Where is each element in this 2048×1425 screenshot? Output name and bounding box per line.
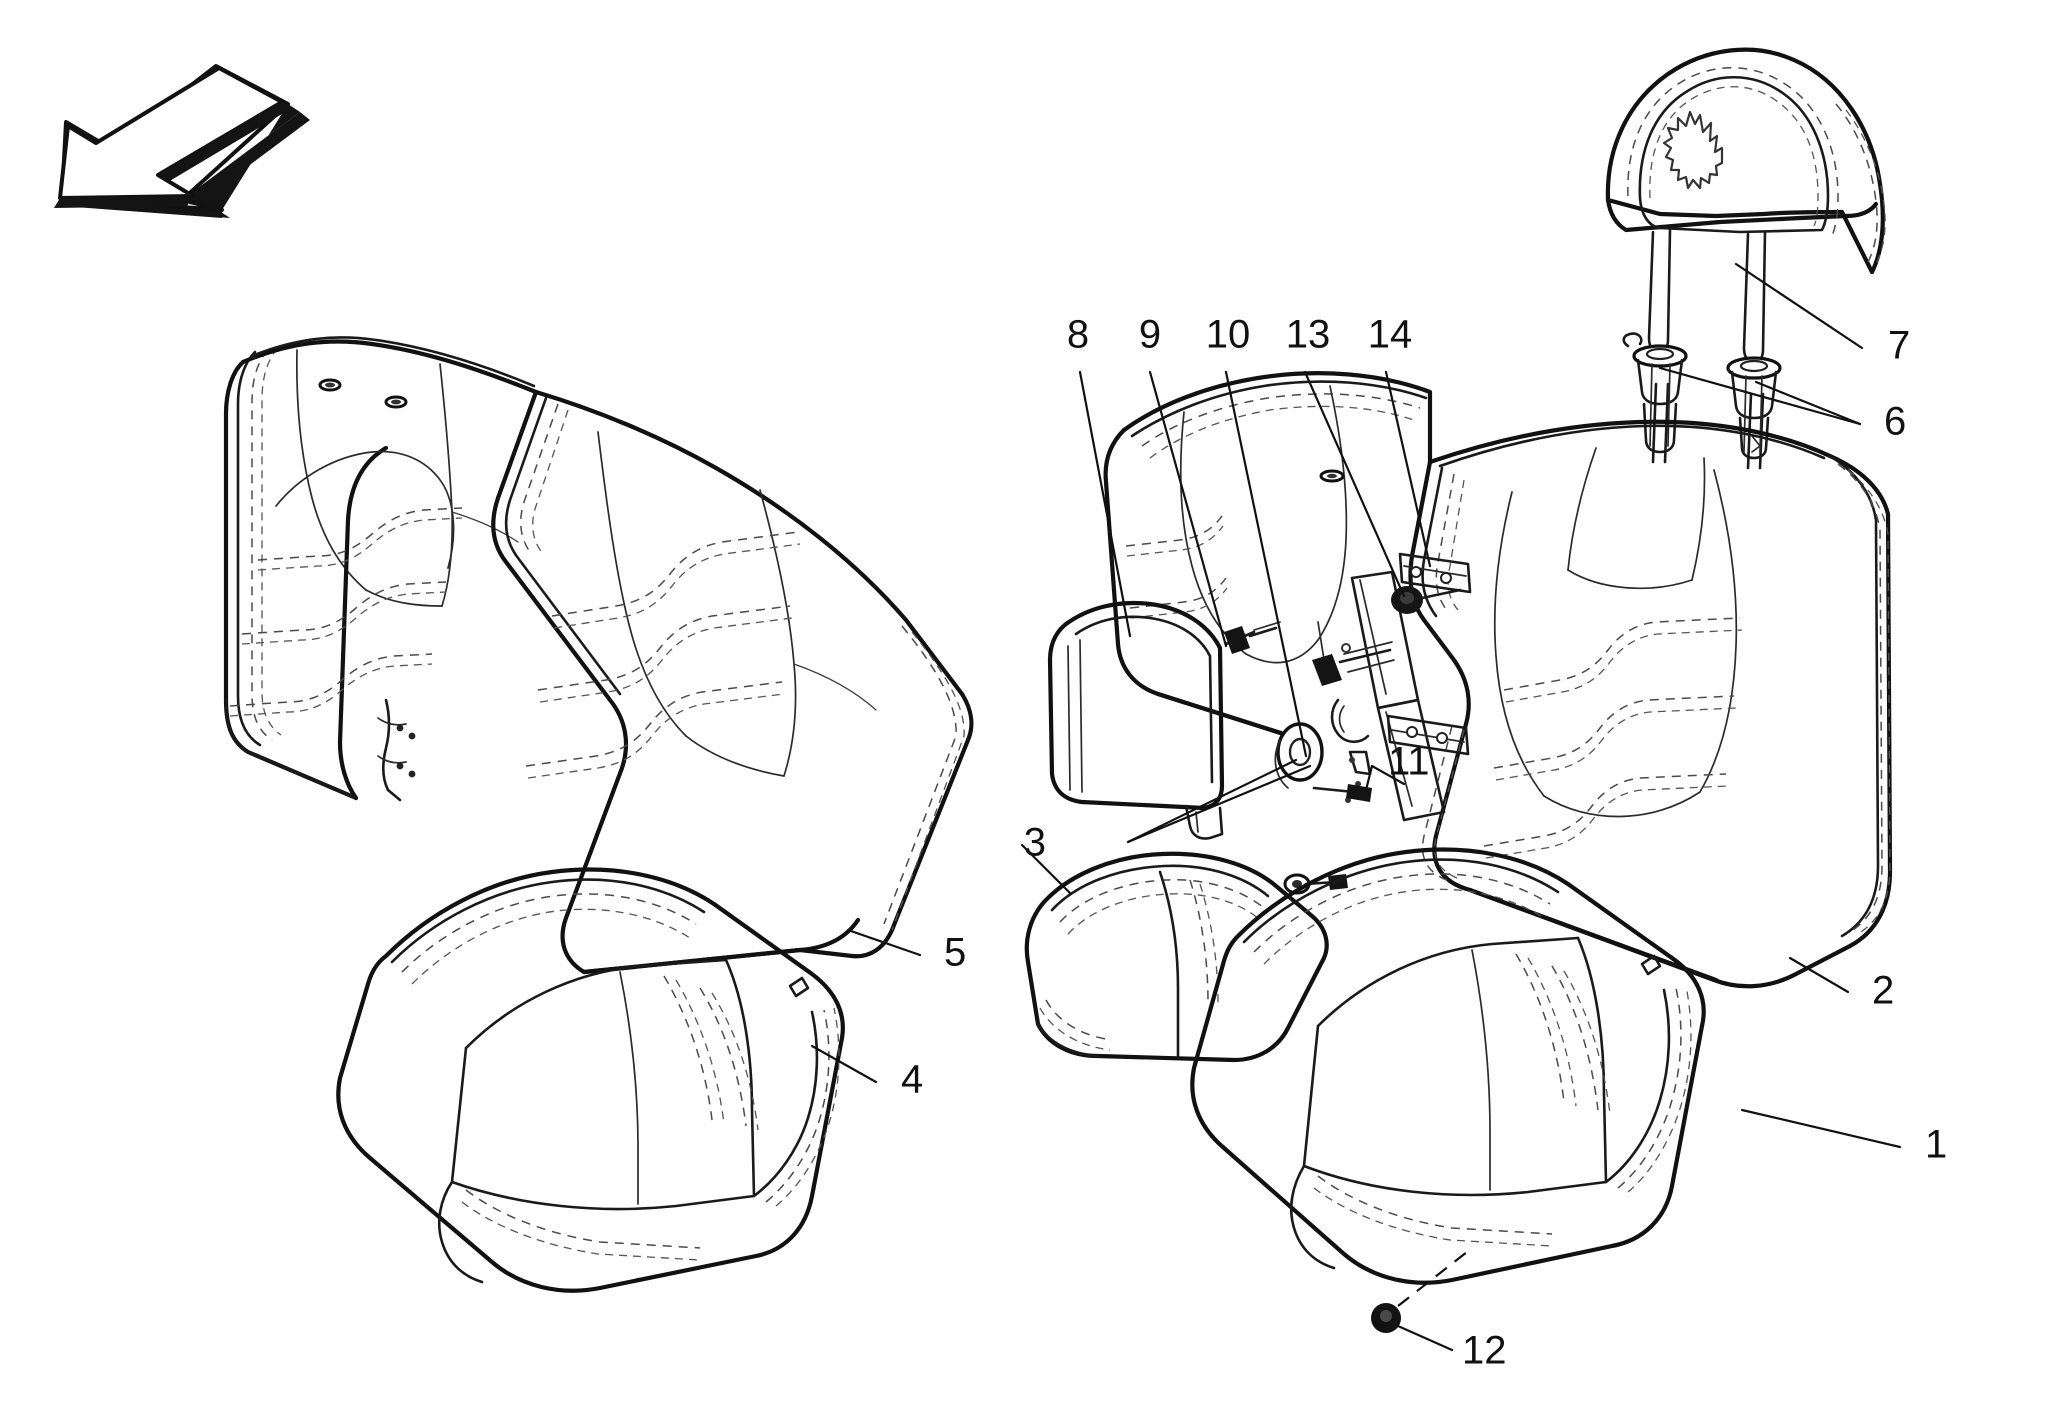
headrest-guide-hole-left [318,378,342,392]
callout-6: 6 [1884,400,1906,444]
callout-numbers: 1 2 3 4 5 6 7 8 9 10 11 12 13 14 [901,313,1947,1373]
callout-9: 9 [1139,313,1161,357]
callout-13: 13 [1286,313,1331,357]
upper-latch-bolt [1391,586,1462,614]
rear-headrest [1605,47,1886,470]
callout-2: 2 [1872,969,1894,1013]
right-seat-backrest [1408,419,1893,989]
left-seat-cushion [336,867,845,1293]
panel-fixing-screw [1224,621,1281,654]
callout-14: 14 [1368,313,1413,357]
headrest-post-left [1647,228,1672,354]
callout-5: 5 [944,931,966,975]
direction-arrow [54,64,310,218]
callout-7: 7 [1888,324,1910,368]
callout-3: 3 [1024,821,1046,865]
cushion-fixing-nut [1371,1303,1401,1333]
left-seat-backrest [223,336,974,975]
leader-lines [810,262,1902,1352]
center-armrest-cushion [1024,851,1348,1063]
maserati-trident-icon [1662,110,1724,190]
callout-8: 8 [1067,313,1089,357]
headrest-guide-bushing-right [1726,356,1782,460]
callout-11: 11 [1388,740,1430,784]
headrest-post-right [1742,230,1767,364]
callout-1: 1 [1925,1123,1947,1167]
headrest-guide-bushing-left [1622,332,1688,454]
lower-hinge-screw [1312,784,1372,802]
callout-10: 10 [1206,313,1251,357]
callout-12: 12 [1462,1329,1507,1373]
callout-4: 4 [901,1058,923,1102]
ski-pass-panel [1047,600,1225,840]
center-rear-backrest [1103,371,1433,739]
headrest-guide-hole-right [384,395,408,409]
backrest-pivot-bolt [1312,641,1395,686]
right-seat-cushion [1190,847,1706,1285]
